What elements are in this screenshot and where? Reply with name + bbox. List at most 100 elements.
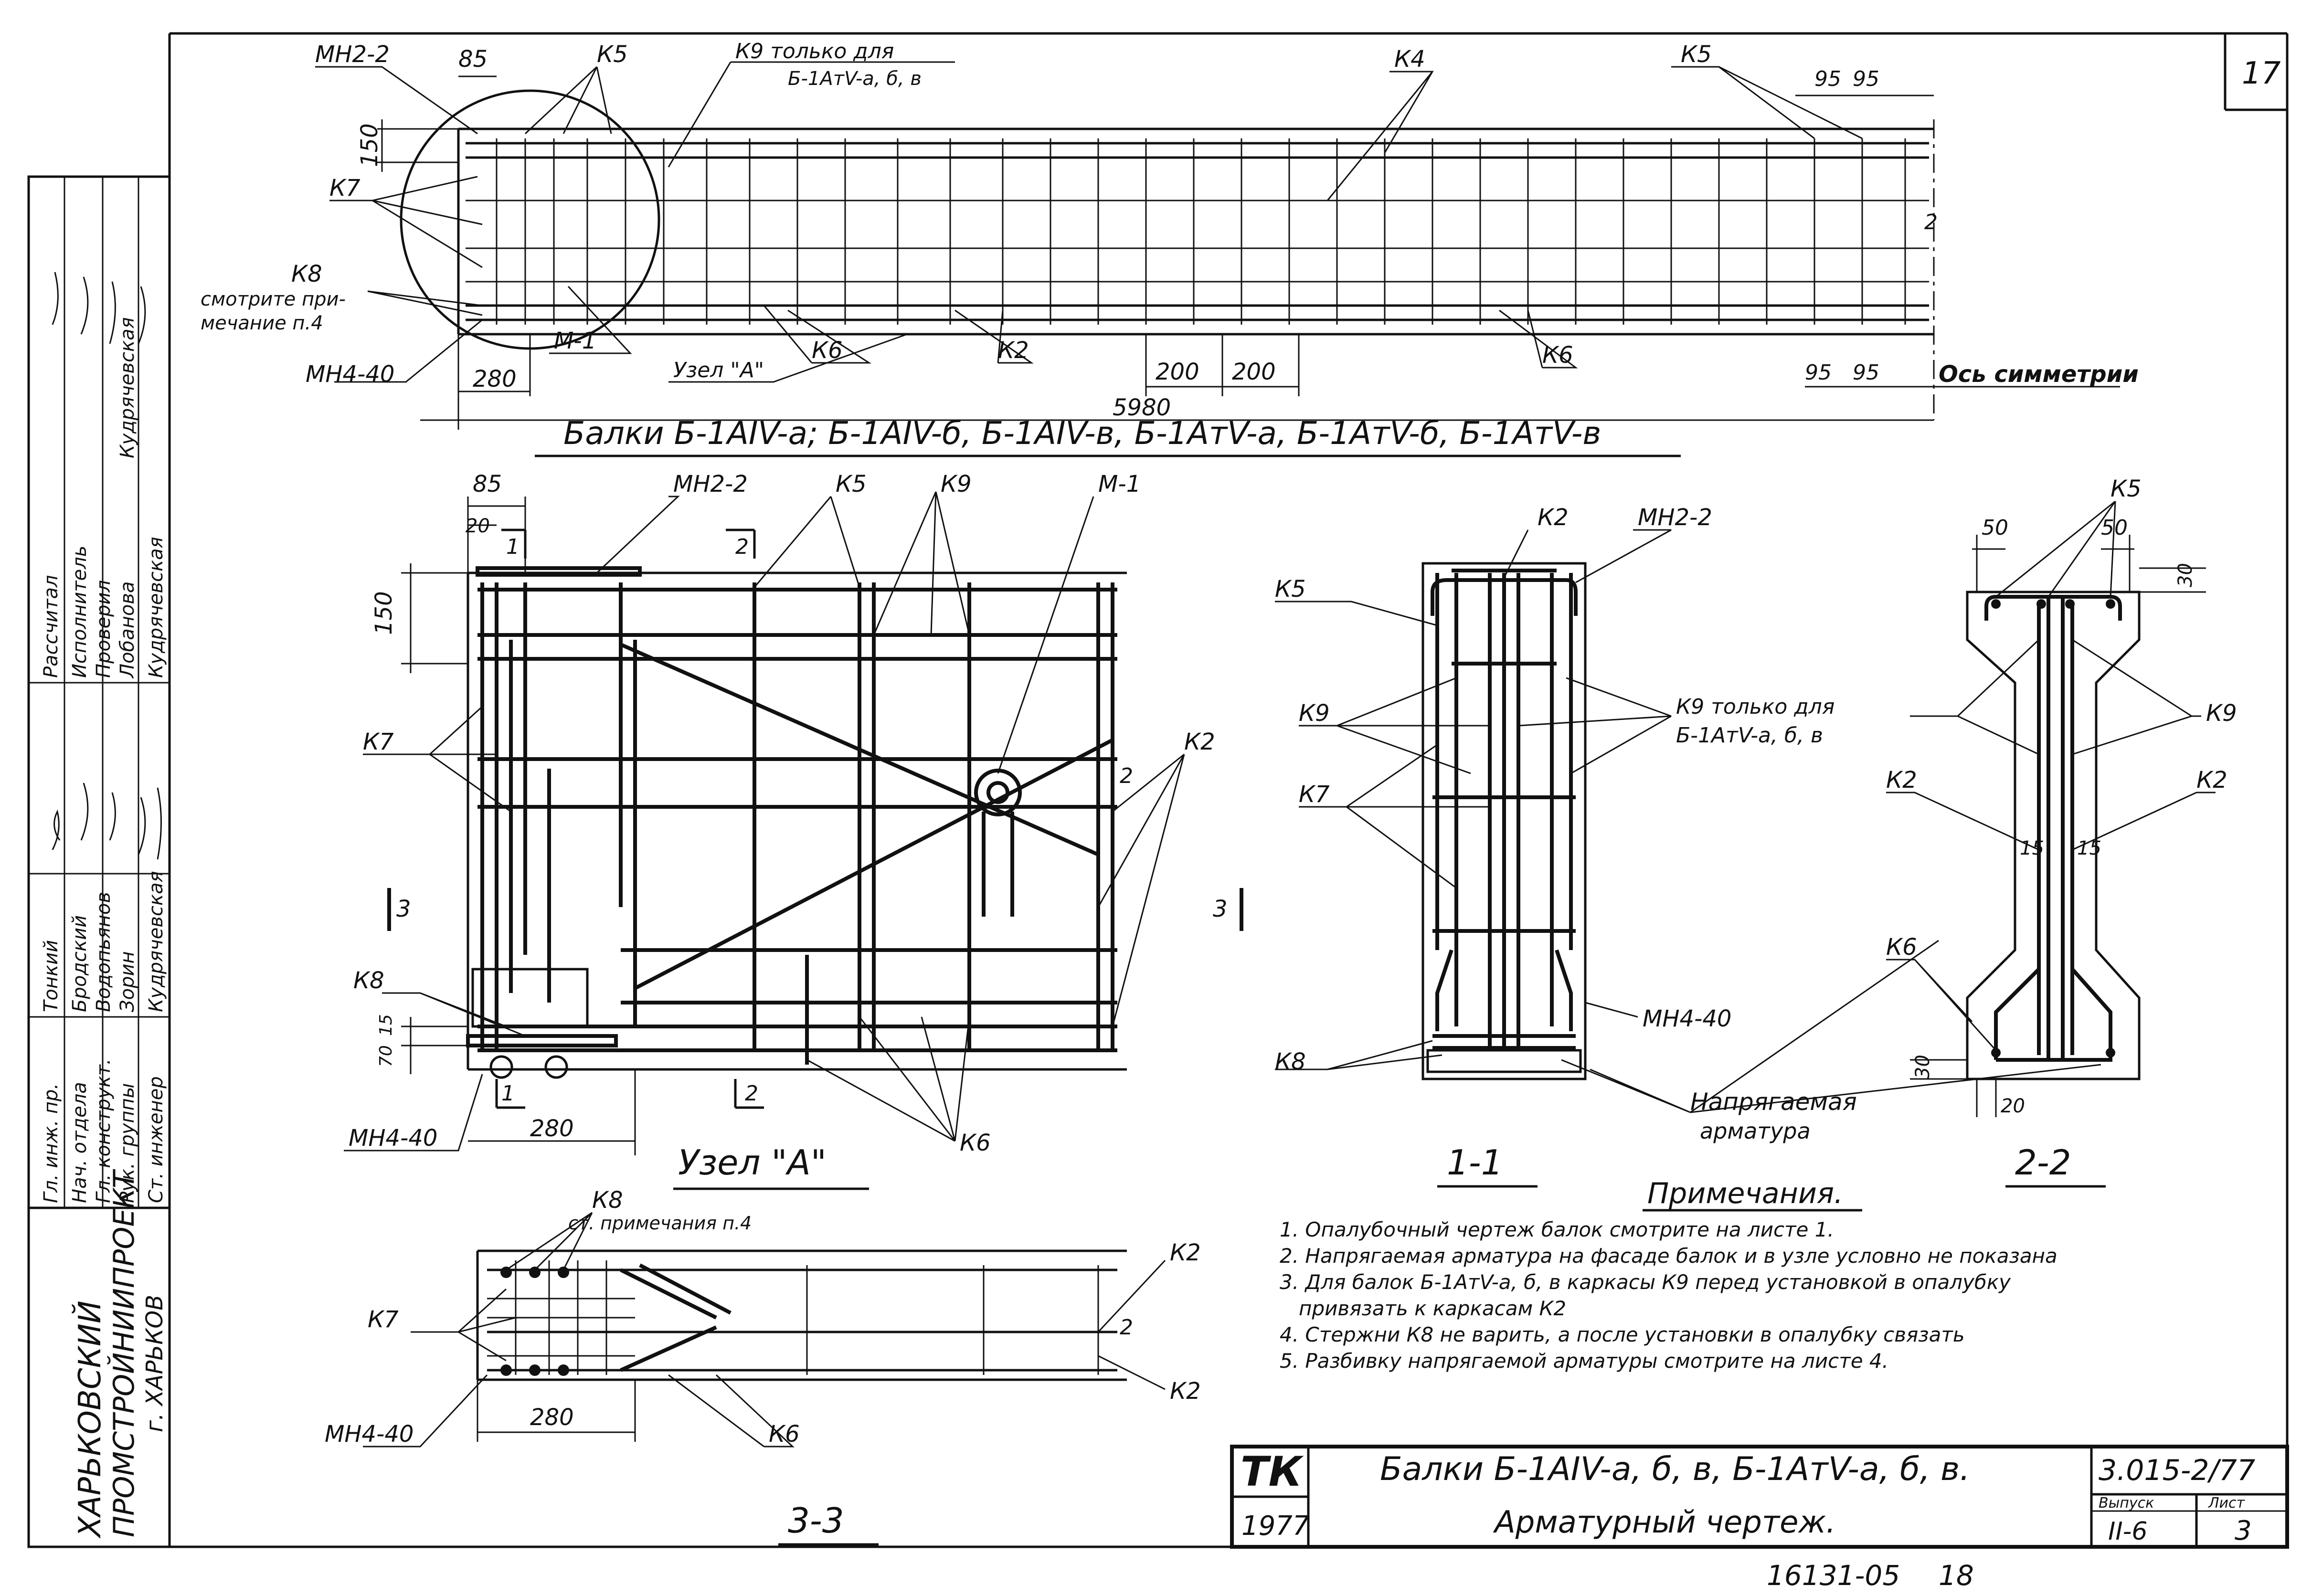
- s11-label-mn4-40: МН4-40: [1643, 1005, 1731, 1032]
- node-dim-70: 70: [376, 1045, 396, 1067]
- s11-label-k8: К8: [1275, 1048, 1306, 1075]
- node-label-mn4-40: МН4-40: [349, 1125, 437, 1152]
- s33-label-k7: К7: [368, 1306, 399, 1333]
- node-a-title: Узел "А": [678, 1142, 827, 1183]
- dim-95-b: 95: [1853, 67, 1879, 91]
- org-line-1: ХАРЬКОВСКИЙ: [72, 1300, 108, 1539]
- facade-label-k8-note-2: мечание п.4: [201, 312, 323, 334]
- dim-95-d: 95: [1853, 360, 1879, 385]
- section-1-top: 1: [506, 535, 520, 559]
- facade-leaders: [315, 61, 2120, 388]
- stamp-title-1: Балки Б-1АIV-а, б, в, Б-1АтV-а, б, в.: [1380, 1450, 1970, 1488]
- s33-label-k8: К8: [592, 1187, 623, 1214]
- s22-dim-50-left: 50: [1982, 516, 2008, 540]
- section-3-right: 3: [1213, 896, 1228, 922]
- name-3: Водопьянов: [93, 892, 115, 1012]
- section-1-bottom: 1: [501, 1081, 515, 1106]
- stamp-sheet-label: Лист: [2208, 1495, 2246, 1511]
- section-2-2-dimensions: [1910, 535, 2206, 1117]
- facade-label-node-a: Узел "А": [673, 358, 764, 382]
- node-dim-15: 15: [376, 1014, 396, 1036]
- name-8: Кудрячевская: [117, 317, 138, 458]
- section-2-bottom: 2: [745, 1081, 758, 1106]
- s22-label-k2-right: К2: [2196, 767, 2227, 793]
- organization-block: ХАРЬКОВСКИЙ ПРОМСТРОЙНИИПРОЕКТ г. ХАРЬКО…: [72, 1169, 168, 1539]
- s22-dim-30-bottom: 30: [1912, 1055, 1934, 1079]
- signature-roles: Гл. инж. пр. Нач. отдела Гл. конструкт. …: [40, 546, 167, 1203]
- org-line-2: ПРОМСТРОЙНИИПРОЕКТ: [107, 1169, 141, 1537]
- s22-dim-15-left: 15: [2020, 837, 2044, 859]
- node-dim-150: 150: [371, 591, 397, 635]
- role-8: Проверил: [93, 580, 115, 678]
- node-dim-20: 20: [466, 515, 490, 537]
- facade-label-k6-right: К6: [1542, 342, 1573, 369]
- s11-label-k9-only-beams: Б-1АтV-а, б, в: [1676, 723, 1823, 748]
- name-7: Лобанова: [117, 581, 138, 679]
- section-2-2: [1966, 591, 2141, 1080]
- s22-dim-15-right: 15: [2077, 837, 2101, 859]
- facade-label-k5-left: К5: [597, 41, 628, 68]
- node-label-k5: К5: [836, 471, 867, 497]
- section-2-2-title: 2-2: [2015, 1142, 2071, 1183]
- role-1: Гл. инж. пр.: [40, 1083, 62, 1203]
- main-view-title: Балки Б-1АIV-а; Б-1АIV-б, Б-1АIV-в, Б-1А…: [563, 415, 1601, 452]
- node-label-mn2-2: МН2-2: [673, 471, 748, 497]
- dim-150-top: 150: [356, 123, 383, 167]
- stamp-issue-value: II-6: [2108, 1517, 2148, 1546]
- node-dim-280: 280: [530, 1115, 574, 1142]
- section-3-3-title: 3-3: [788, 1501, 844, 1541]
- facade-label-mn2-2: МН2-2: [315, 41, 390, 68]
- node-label-k8: К8: [353, 967, 384, 994]
- facade-label-m1: М-1: [554, 328, 596, 354]
- s33-label-k6: К6: [769, 1421, 800, 1448]
- s11-label-k7: К7: [1299, 781, 1330, 808]
- name-2: Бродский: [69, 915, 91, 1012]
- label-prestressed-1: Напрягаемая: [1690, 1088, 1857, 1116]
- role-7: Исполнитель: [69, 546, 91, 678]
- notes-title: Примечания.: [1647, 1177, 1843, 1210]
- facade-label-axis: Ось симметрии: [1939, 361, 2139, 388]
- facade-label-k5-right: К5: [1681, 41, 1712, 68]
- facade-label-mn4-40: МН4-40: [306, 361, 394, 388]
- s22-label-k6: К6: [1886, 934, 1917, 961]
- stamp-logo: ТК: [1241, 1448, 1304, 1496]
- notes-list: 1. Опалубочный чертеж балок смотрите на …: [1280, 1218, 2057, 1373]
- note-4: 4. Стержни К8 не варить, а после установ…: [1280, 1323, 1965, 1346]
- dim-280-top: 280: [473, 366, 517, 392]
- signature-names: Тонкий Бродский Водопьянов Зорин Кудряче…: [40, 317, 167, 1012]
- anchor-m1-inner: [986, 781, 1009, 804]
- node-label-k2: К2: [1184, 729, 1215, 755]
- stamp-sheet-value: 3: [2235, 1515, 2252, 1546]
- section-3-3: [476, 1249, 1127, 1381]
- s22-label-k5: К5: [2110, 476, 2142, 502]
- facade-label-k9-only: К9 только для: [735, 39, 894, 63]
- s33-mark-2: 2: [1120, 1315, 1133, 1340]
- facade-label-k2: К2: [998, 337, 1029, 364]
- s11-label-k9-only: К9 только для: [1676, 695, 1835, 719]
- bottom-number: 16131-05: [1767, 1559, 1900, 1592]
- s33-label-k2-top: К2: [1170, 1239, 1201, 1266]
- stamp-code: 3.015-2/77: [2099, 1454, 2255, 1487]
- page-number: 17: [2242, 56, 2281, 91]
- stamp-issue-label: Выпуск: [2099, 1495, 2154, 1511]
- signature-block: [27, 175, 171, 1548]
- note-2: 2. Напрягаемая арматура на фасаде балок …: [1280, 1244, 2057, 1268]
- signature-scribbles: [52, 272, 162, 860]
- s11-label-mn2-2: МН2-2: [1638, 504, 1712, 531]
- s33-label-mn4-40: МН4-40: [325, 1421, 414, 1448]
- role-6: Рассчитал: [40, 575, 62, 678]
- node-a-detail: [401, 563, 1127, 1079]
- stamp-year: 1977: [1241, 1511, 1310, 1542]
- facade-label-k6-left: К6: [812, 337, 843, 364]
- dim-95-c: 95: [1805, 360, 1832, 385]
- dim-200-a: 200: [1156, 359, 1199, 385]
- stamp-title-2: Арматурный чертеж.: [1493, 1505, 1835, 1540]
- dim-5980: 5980: [1113, 394, 1171, 421]
- label-prestressed-2: арматура: [1700, 1118, 1811, 1144]
- org-line-3: г. ХАРЬКОВ: [141, 1295, 168, 1432]
- section-1-1-leaders: [1275, 529, 2101, 1113]
- s22-dim-20: 20: [2001, 1095, 2025, 1117]
- s22-dim-30-top: 30: [2174, 563, 2196, 587]
- name-1: Тонкий: [40, 940, 62, 1012]
